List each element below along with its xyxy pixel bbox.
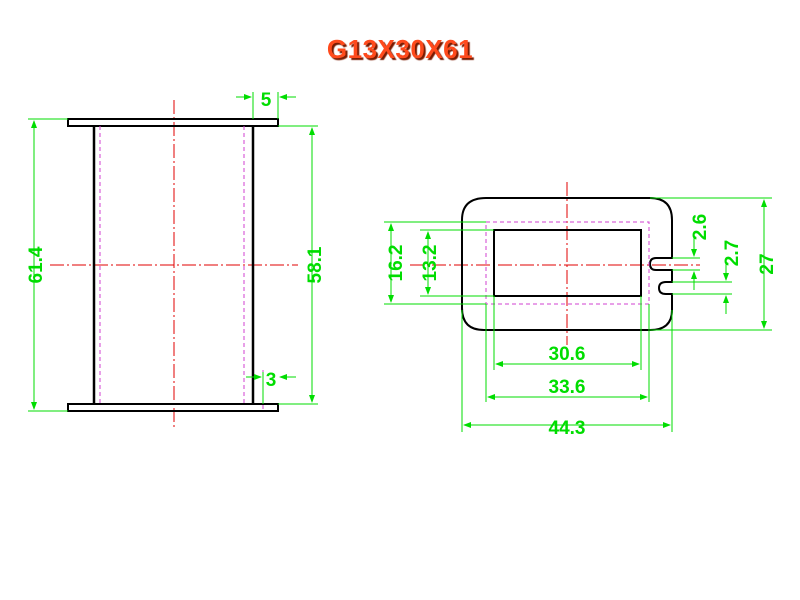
side-view: 61.4 58.1 5 3 [26,90,326,428]
dim-slot-depth: 2.7 [722,240,743,266]
dim-inner-width: 30.6 [549,344,586,365]
dim-overall-height-end: 27 [757,253,778,274]
dim-outer-height: 16.2 [386,245,407,282]
bottom-flange [67,403,279,412]
dim-middle-width: 33.6 [549,377,586,398]
drawing-title: G13X30X61 [326,34,474,64]
dim-inner-height: 58.1 [305,246,326,283]
dim-flange-width: 5 [261,90,272,111]
dim-flange-thickness: 3 [266,370,277,391]
hidden-rectangle [485,221,650,305]
dim-slot-width: 2.6 [690,214,711,240]
dim-inner-height-end: 13.2 [420,245,441,282]
end-view: 16.2 13.2 30.6 33.6 44.3 2.6 2.7 [384,182,778,439]
top-flange [67,118,279,127]
flange-outline [461,197,673,331]
dim-outer-width: 44.3 [549,418,586,439]
dim-overall-height: 61.4 [26,246,47,283]
core-window [493,229,642,297]
